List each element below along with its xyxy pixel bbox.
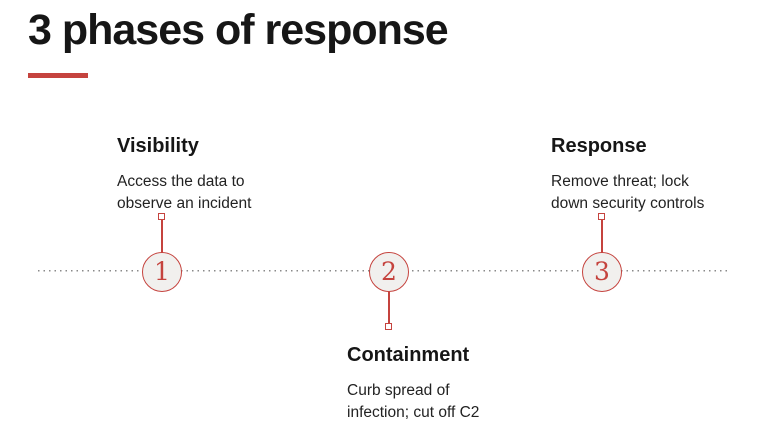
phase-2-description-line: infection; cut off C2 <box>347 404 480 421</box>
page-title: 3 phases of response <box>28 6 449 54</box>
phase-2-connector-stem <box>388 292 390 324</box>
phase-2-text-block: Containment Curb spread of infection; cu… <box>347 342 479 424</box>
phase-2-description-line: Curb spread of <box>347 382 450 399</box>
phase-1-connector-stem <box>161 219 163 253</box>
phase-1-number-circle: 1 <box>142 252 182 292</box>
phase-1-description-line: observe an incident <box>117 195 252 212</box>
title-accent-underline <box>28 73 88 78</box>
phase-1-text-block: Visibility Access the data to observe an… <box>117 133 251 215</box>
phase-3-name: Response <box>551 135 647 157</box>
phase-3-number-circle: 3 <box>582 252 622 292</box>
phase-1-name: Visibility <box>117 135 199 157</box>
phase-2-name: Containment <box>347 344 470 366</box>
phase-2-number-circle: 2 <box>369 252 409 292</box>
phase-3-text-block: Response Remove threat; lock down securi… <box>551 133 704 215</box>
phase-3-connector-stem <box>601 219 603 253</box>
phase-1-description-line: Access the data to <box>117 173 245 190</box>
phase-3-description-line: down security controls <box>551 195 705 212</box>
phase-2-connector-square-icon <box>385 323 392 330</box>
phase-3-description-line: Remove threat; lock <box>551 173 689 190</box>
